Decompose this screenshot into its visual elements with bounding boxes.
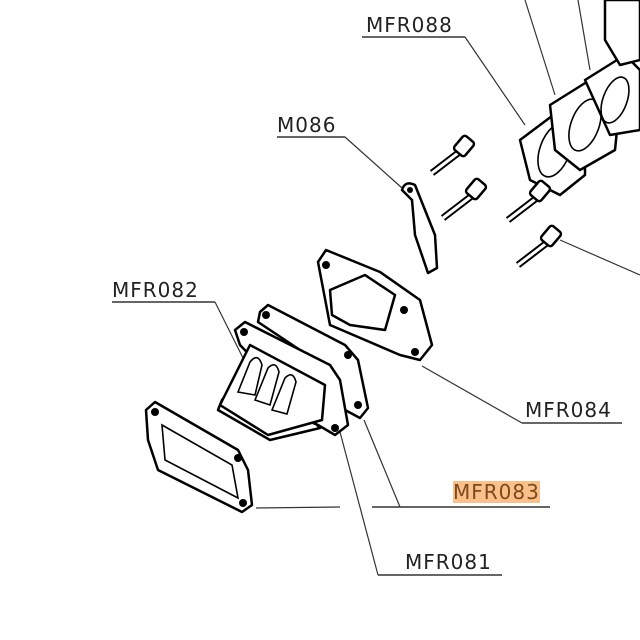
bolt	[440, 177, 488, 221]
leader-mfr084	[421, 365, 523, 424]
label-mfr084[interactable]: MFR084	[525, 398, 612, 422]
leader-top-1	[524, 0, 556, 96]
bolts	[429, 134, 563, 268]
leader-bolt	[559, 239, 640, 276]
carburetor-body	[603, 0, 640, 67]
adaptor-mfr084	[316, 248, 434, 362]
gasket-mfr081	[144, 400, 254, 514]
leader-mfr088	[464, 36, 526, 126]
bolt	[429, 134, 476, 176]
label-mfr083-highlighted[interactable]: MFR083	[453, 480, 540, 504]
leader-lines	[112, 0, 640, 576]
label-m086[interactable]: M086	[277, 113, 337, 137]
leader-mfr081	[339, 431, 379, 576]
label-mfr082[interactable]: MFR082	[112, 278, 199, 302]
intake-manifold-parts	[518, 0, 640, 197]
leader-top-2	[577, 0, 591, 71]
leader-mfr082	[214, 301, 246, 363]
leader-mfr083	[363, 419, 401, 508]
leader-m086	[344, 136, 403, 189]
label-mfr081[interactable]: MFR081	[405, 550, 492, 574]
label-mfr088[interactable]: MFR088	[366, 13, 453, 37]
reed-valve-mfr082	[216, 320, 350, 442]
leader-gasket	[255, 506, 341, 509]
bolt	[515, 224, 563, 268]
bracket-m086	[400, 182, 439, 275]
bolt	[505, 179, 552, 223]
